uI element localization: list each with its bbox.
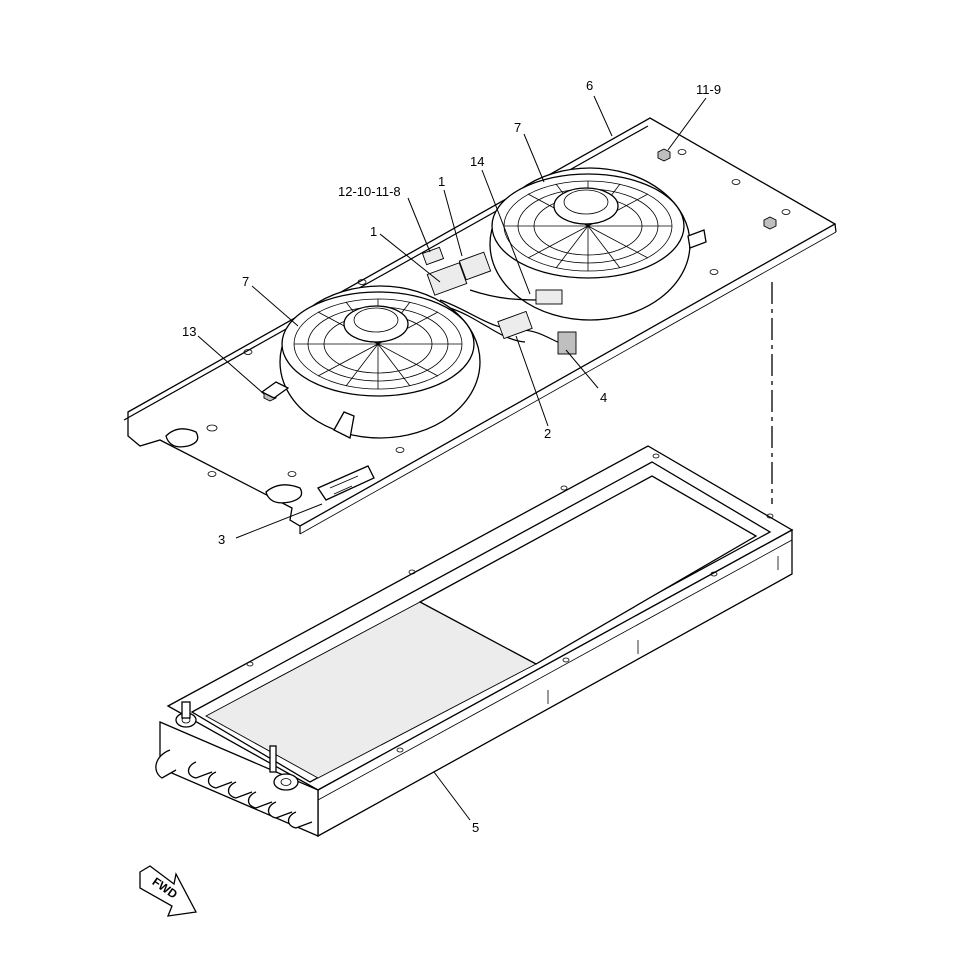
fan-assembly-right [489,167,707,321]
fwd-arrow-icon: FWD [139,865,198,917]
callout-7-top: 7 [514,120,521,135]
callout-5: 5 [472,820,479,835]
callout-14: 14 [470,154,484,169]
callout-1-top: 1 [438,174,445,189]
evaporator-housing [155,445,794,838]
callout-6: 6 [586,78,593,93]
callout-7-left: 7 [242,274,249,289]
leader-lines [197,95,707,821]
callout-4: 4 [600,390,607,405]
fitting-icon [175,701,299,791]
wiring-harness [421,246,577,355]
callout-13: 13 [182,324,196,339]
callout-3: 3 [218,532,225,547]
callout-1-mid: 1 [370,224,377,239]
callout-12-10-11-8: 12-10-11-8 [338,184,401,199]
callout-2: 2 [544,426,551,441]
coil-tubes [155,749,313,829]
mounting-plate [123,117,837,535]
callout-11-9: 11-9 [696,82,721,97]
fan-assembly-left [260,285,481,439]
